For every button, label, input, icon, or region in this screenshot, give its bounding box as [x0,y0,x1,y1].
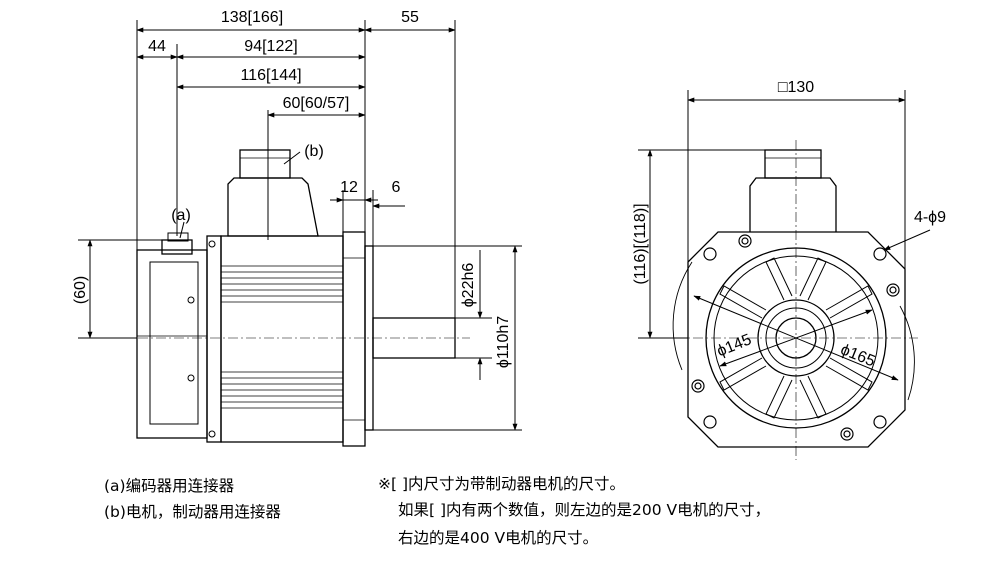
side-view [120,149,470,447]
dim-front-height: (116)[(118)] [632,203,649,284]
footnote-line3: 右边的是400 V电机的尺寸。 [398,529,599,547]
flange [342,231,366,447]
front-flange-square [687,231,906,448]
footnote-line2: 如果[ ]内有两个数值，则左边的是200 V电机的尺寸， [398,501,771,519]
brake-connector [227,177,319,237]
encoder-cover [136,249,208,439]
dim-body-length: 94[122] [244,38,297,55]
encoder-connector [161,239,193,255]
dim-connector-height: (60) [72,276,89,304]
dim-flange-square: □130 [778,79,814,96]
legend-b: (b)电机，制动器用连接器 [104,503,281,521]
dim-encoder-offset: 44 [148,38,166,55]
motor-body [220,235,344,443]
mount-holes [691,234,900,441]
footnote-line1: ※[ ]内尺寸为带制动器电机的尺寸。 [378,475,626,493]
callout-b: (b) [304,143,324,160]
dim-connector-to-flange: 116[144] [240,67,301,84]
dim-flange-thickness: 12 [340,179,358,196]
front-view [675,140,918,460]
dim-brake-connector-to-flange: 60[60/57] [283,95,350,112]
dim-spigot-depth: 6 [392,179,401,196]
dim-spigot-diameter: ϕ110h7 [495,316,512,368]
dim-shaft-length: 55 [401,9,419,26]
legend-a: (a)编码器用连接器 [104,477,235,495]
dim-total-length: 138[166] [221,9,283,26]
dim-mount-holes: 4-ϕ9 [914,209,946,226]
callout-a: (a) [171,207,191,224]
dim-shaft-diameter: ϕ22h6 [460,263,477,308]
